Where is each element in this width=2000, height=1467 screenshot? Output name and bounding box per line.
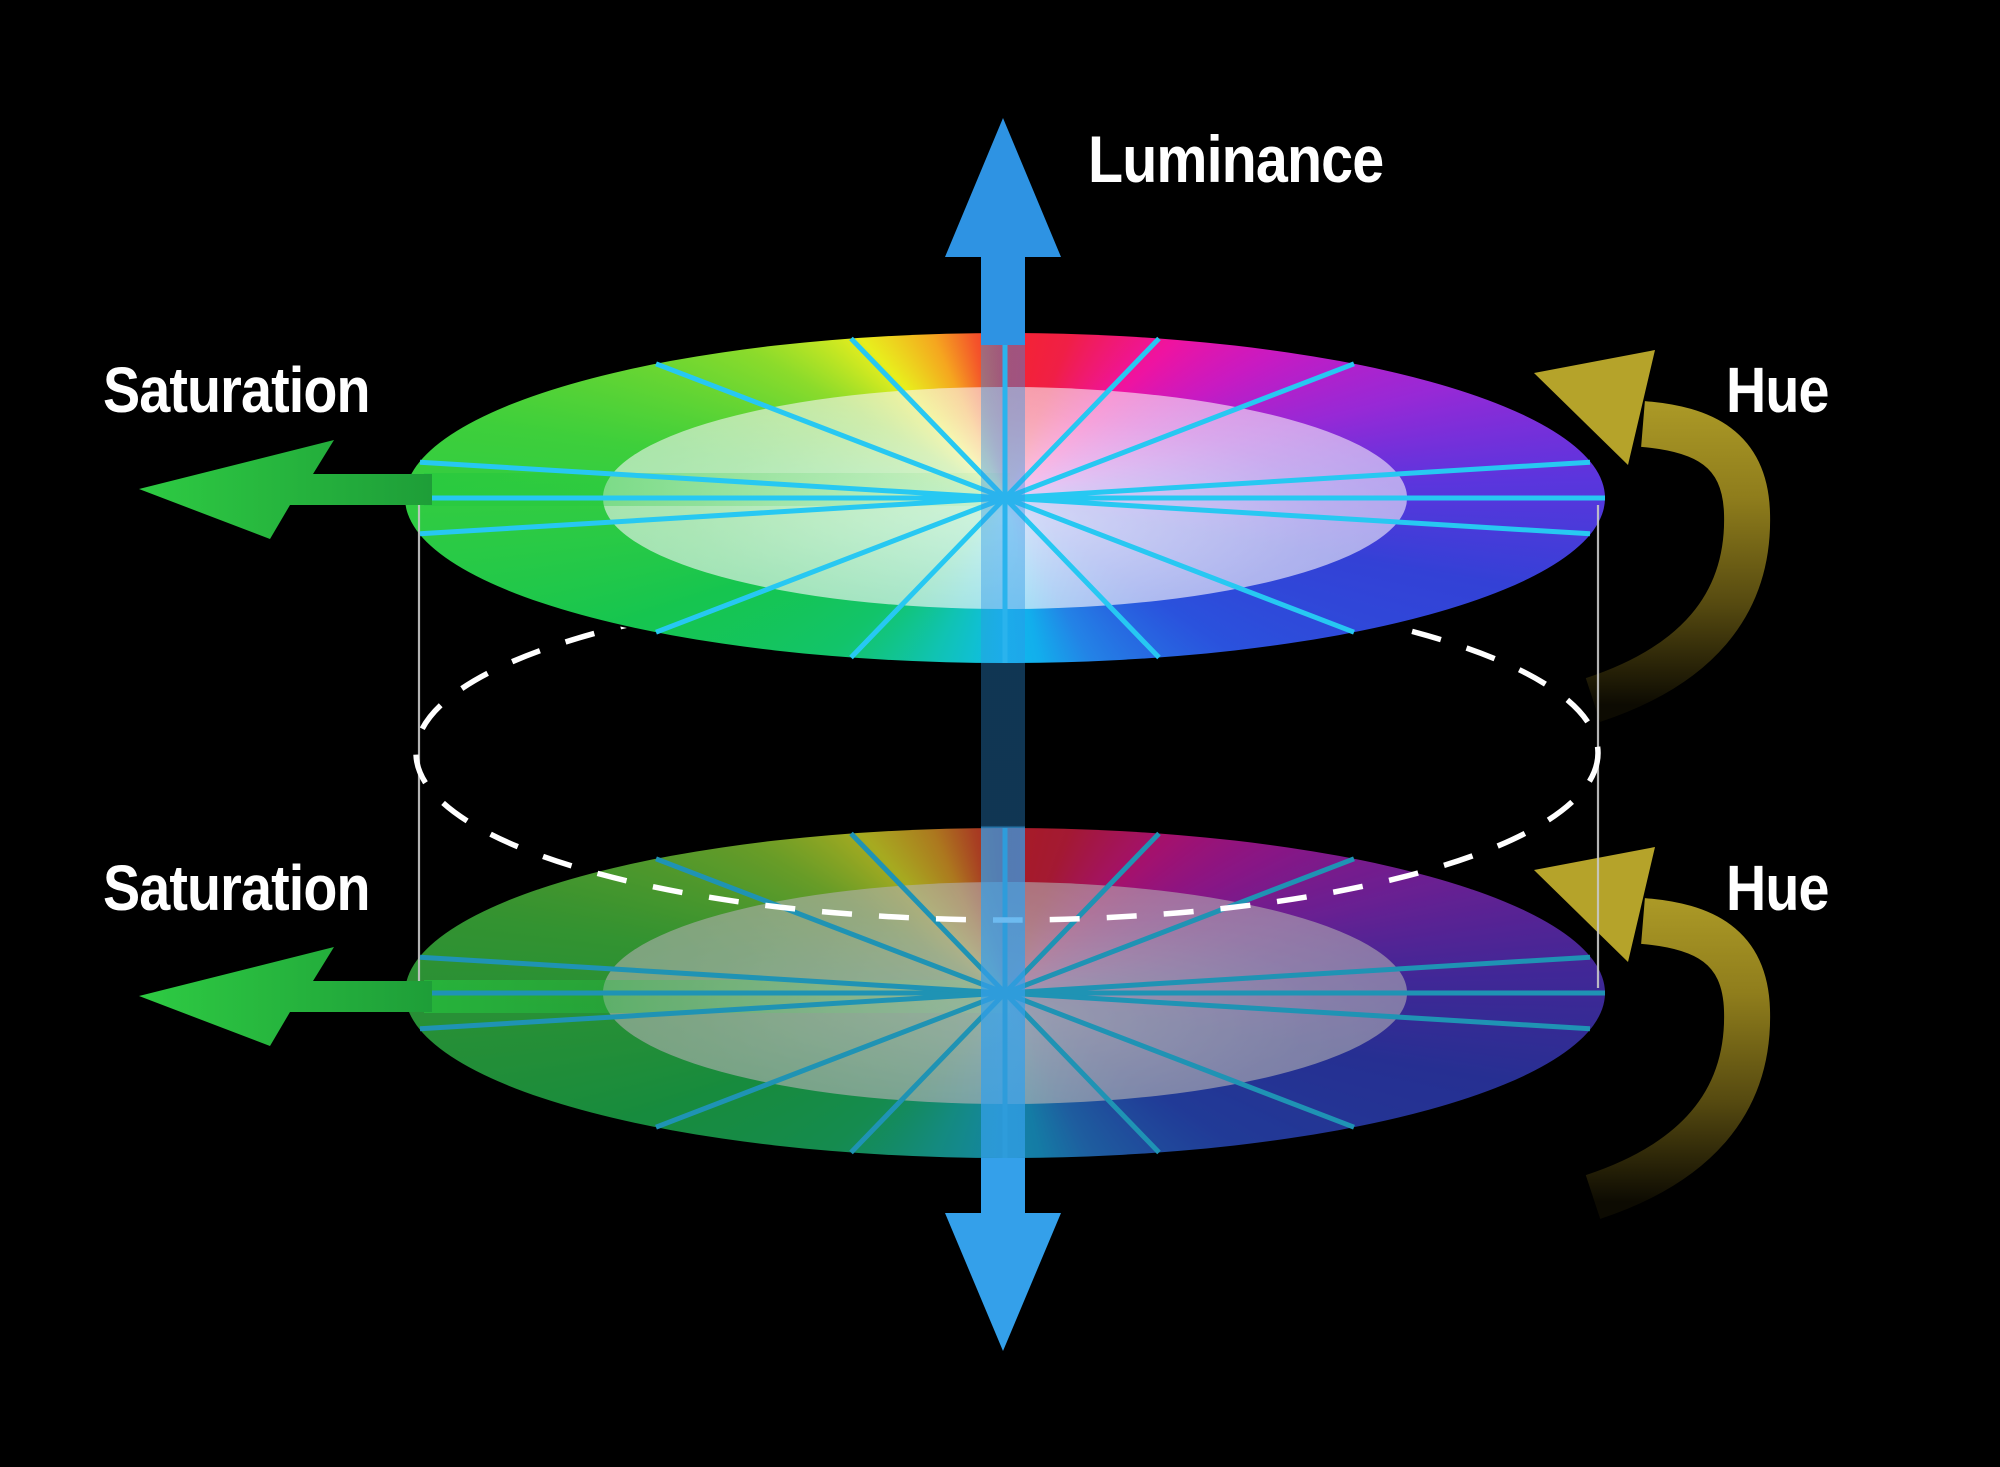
hue-arrow-top-head-icon xyxy=(1534,350,1655,465)
hue-label-bottom: Hue xyxy=(1726,852,1829,924)
hue-arrow-top-arc xyxy=(1585,401,1771,722)
saturation-arrow-top xyxy=(139,440,432,539)
luminance-arrowhead-up-icon xyxy=(945,118,1061,257)
luminance-label: Luminance xyxy=(1088,122,1384,196)
hue-arrow-top xyxy=(1534,350,1771,722)
luminance-shaft-through-cylinder xyxy=(981,343,1025,1161)
saturation-arrow-bottom xyxy=(139,947,432,1046)
hue-arrow-bottom-arc xyxy=(1585,898,1771,1219)
luminance-arrowhead-down-icon xyxy=(945,1213,1061,1351)
hue-arrow-bottom-head-icon xyxy=(1534,847,1655,962)
hue-label-top: Hue xyxy=(1726,354,1829,426)
hue-arrow-bottom xyxy=(1534,847,1771,1219)
saturation-label-bottom: Saturation xyxy=(103,852,370,924)
luminance-shaft-upper xyxy=(981,253,1025,345)
luminance-axis-arrow xyxy=(945,118,1061,1351)
luminance-shaft-lower xyxy=(981,1158,1025,1220)
saturation-label-top: Saturation xyxy=(103,354,370,426)
